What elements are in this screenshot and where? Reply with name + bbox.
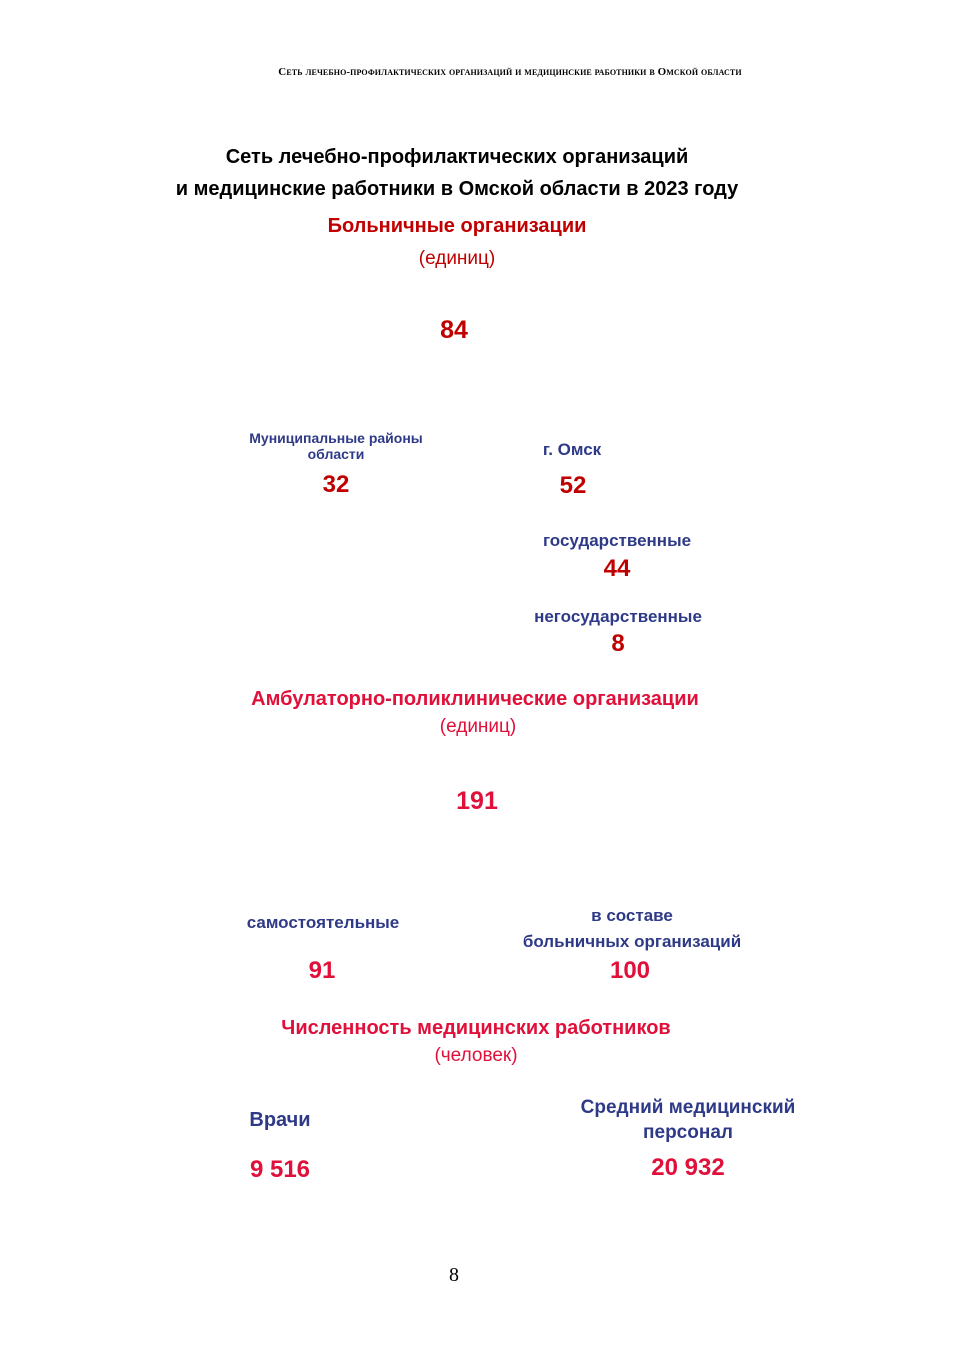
outpatient-unit: (единиц) bbox=[439, 716, 517, 737]
outpatient-total: 191 bbox=[456, 787, 498, 815]
omsk-label: г. Омск bbox=[542, 440, 602, 459]
within-label-line-2: больничных организаций bbox=[522, 932, 742, 951]
independent-label: самостоятельные bbox=[246, 913, 400, 932]
within-label: в составе больничных организаций bbox=[487, 903, 777, 955]
staff-heading: Численность медицинских работников bbox=[281, 1017, 671, 1039]
nurses-label-line-2: персонал bbox=[643, 1122, 733, 1143]
within-label-line-1: в составе bbox=[591, 906, 673, 925]
outpatient-heading: Амбулаторно-поликлинические организации bbox=[251, 688, 699, 710]
municipal-label: Муниципальные районы области bbox=[206, 430, 466, 462]
state-value: 44 bbox=[603, 555, 631, 582]
municipal-value: 32 bbox=[322, 471, 350, 498]
nonstate-value: 8 bbox=[611, 630, 625, 657]
page-number: 8 bbox=[449, 1264, 459, 1286]
doctors-value: 9 516 bbox=[249, 1156, 311, 1183]
running-header: Сеть лечебно-профилактических организаци… bbox=[278, 66, 742, 78]
nonstate-label: негосударственные bbox=[534, 607, 702, 626]
page-title-line-1: Сеть лечебно-профилактических организаци… bbox=[225, 146, 689, 168]
doctors-label: Врачи bbox=[249, 1109, 311, 1131]
hospitals-heading: Больничные организации bbox=[327, 215, 587, 237]
omsk-value: 52 bbox=[559, 472, 587, 499]
hospitals-total: 84 bbox=[440, 316, 468, 344]
staff-unit: (человек) bbox=[434, 1045, 518, 1066]
nurses-label: Средний медицинский персонал bbox=[548, 1095, 828, 1145]
nurses-value: 20 932 bbox=[651, 1154, 725, 1181]
municipal-label-line-1: Муниципальные районы bbox=[249, 430, 423, 446]
page-title-line-2: и медицинские работники в Омской области… bbox=[175, 178, 739, 200]
state-label: государственные bbox=[542, 531, 692, 550]
municipal-label-line-2: области bbox=[307, 446, 365, 462]
nurses-label-line-1: Средний медицинский bbox=[580, 1097, 796, 1118]
independent-value: 91 bbox=[308, 957, 336, 984]
within-value: 100 bbox=[609, 957, 651, 984]
hospitals-unit: (единиц) bbox=[418, 248, 496, 269]
